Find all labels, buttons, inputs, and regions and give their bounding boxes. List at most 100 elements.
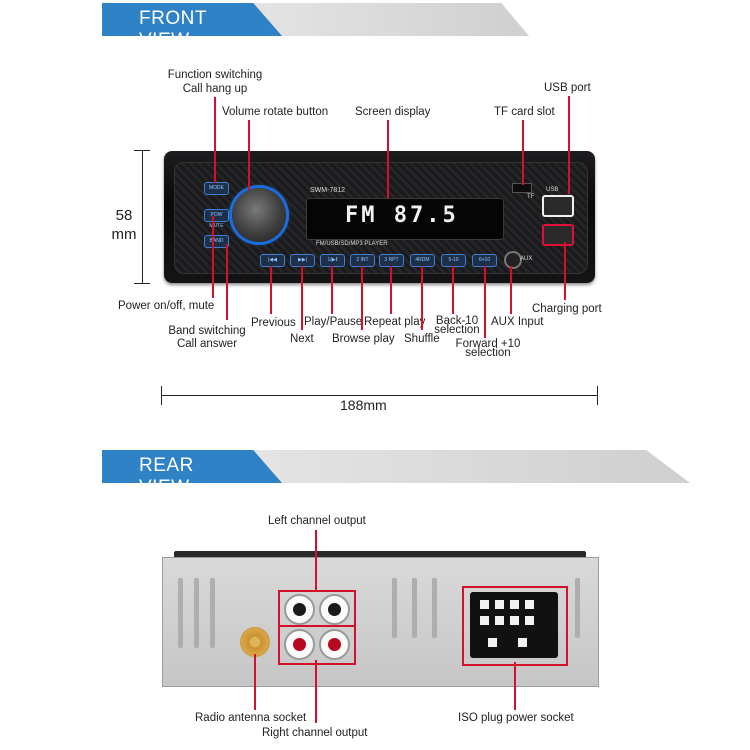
vent-slot [575,578,580,638]
rca-highlight-box [278,590,356,665]
band-button[interactable]: BAND [204,235,229,248]
mode-button[interactable]: MODE [204,182,229,195]
label-shuffle: Shuffle [404,333,440,345]
width-dimension-line [161,395,598,396]
callout-line-play [331,266,333,314]
rear-view-title: REAR VIEW [139,455,194,498]
left-rca-jack-white [319,594,350,625]
label-function-switching: Function switching [167,69,263,81]
label-tf-card-slot: TF card slot [494,106,555,118]
label-charging-port: Charging port [532,303,602,315]
callout-line-tf [522,120,524,185]
model-label: SWM-7812 [310,187,346,194]
callout-line-mode [214,97,216,183]
aux-mark: AUX [520,256,533,262]
height-dimension-line [142,150,143,283]
vent-slot [412,578,417,638]
iso-pin [510,616,519,625]
callout-line-screen [387,120,389,198]
label-aux-input: AUX Input [491,316,544,328]
callout-line-volume [248,120,250,190]
vent-slot [194,578,199,648]
vent-slot [432,578,437,638]
label-forward10-selection: selection [465,347,511,359]
player-label: FM/USB/SD/MP3 PLAYER [316,241,388,247]
callout-line-forward10 [484,266,486,338]
label-repeat-play: Repeat play [364,316,426,328]
callout-line-usb [568,96,570,194]
callout-line-previous [270,266,272,314]
label-call-hang-up: Call hang up [182,83,248,95]
iso-pin [518,638,527,647]
height-value: 58 [115,207,133,224]
charging-port [542,224,574,246]
height-tick-bottom [134,283,150,284]
label-previous: Previous [251,317,296,329]
label-next: Next [290,333,314,345]
iso-pin [480,616,489,625]
label-iso: ISO plug power socket [458,712,574,724]
label-browse-play: Browse play [332,333,395,345]
callout-line-iso [514,662,516,710]
vent-slot [392,578,397,638]
iso-pin [525,616,534,625]
rca-divider [278,625,354,627]
banner-blue-tab [102,450,282,483]
iso-pin [480,600,489,609]
label-antenna: Radio antenna socket [195,712,307,724]
rear-top-edge [174,551,586,559]
height-tick-top [134,150,150,151]
iso-pin [495,616,504,625]
iso-pin [488,638,497,647]
label-play-pause: Play/Pause [304,316,363,328]
callout-line-repeat [390,266,392,314]
callout-line-band [226,244,228,320]
vent-slot [210,578,215,648]
banner-blue-tab [102,3,282,36]
previous-button[interactable]: |◀◀ [260,254,285,267]
iso-pin [510,600,519,609]
lcd-readout: FM 87.5 [345,203,459,228]
front-view-title: FRONT VIEW [139,8,207,51]
label-volume-rotate: Volume rotate button [222,106,329,118]
banner-gray-tail [252,450,690,483]
height-unit: mm [111,226,137,243]
aux-jack [504,251,522,269]
label-left-channel: Left channel output [268,515,366,527]
left-rca-jack-white [284,594,315,625]
usb-port [542,195,574,217]
callout-line-right-channel [315,660,317,723]
callout-line-charging [564,242,566,300]
callout-line-power [212,216,214,298]
label-forward10: Forward +10 [455,338,521,350]
banner-gray-tail [252,3,529,36]
label-screen-display: Screen display [355,106,431,118]
width-tick-left [161,386,162,405]
callout-line-next [301,266,303,330]
iso-pin [495,600,504,609]
label-back10-selection: selection [434,324,480,336]
right-rca-jack-red [284,629,315,660]
label-call-answer: Call answer [176,338,238,350]
label-band-switching: Band switching [168,325,246,337]
usb-mark: USB [546,187,559,193]
callout-line-left-channel [315,530,317,592]
height-label: 58 mm [108,206,140,246]
right-rca-jack-red [319,629,350,660]
callout-line-antenna [254,654,256,710]
label-right-channel: Right channel output [262,727,368,739]
callout-line-browse [361,266,363,330]
callout-line-shuffle [421,266,423,330]
power-mute-button[interactable]: POW MUTE [204,209,229,229]
width-tick-right [597,386,598,405]
label-back10: Back-10 [435,315,479,327]
label-usb-port: USB port [544,82,591,94]
width-label: 188mm [340,397,387,413]
callout-line-back10 [452,266,454,314]
antenna-socket [240,627,270,657]
iso-pin [525,600,534,609]
vent-slot [178,578,183,648]
label-power-mute: Power on/off, mute [118,300,215,312]
volume-knob[interactable] [232,188,286,242]
callout-line-aux [510,266,512,314]
